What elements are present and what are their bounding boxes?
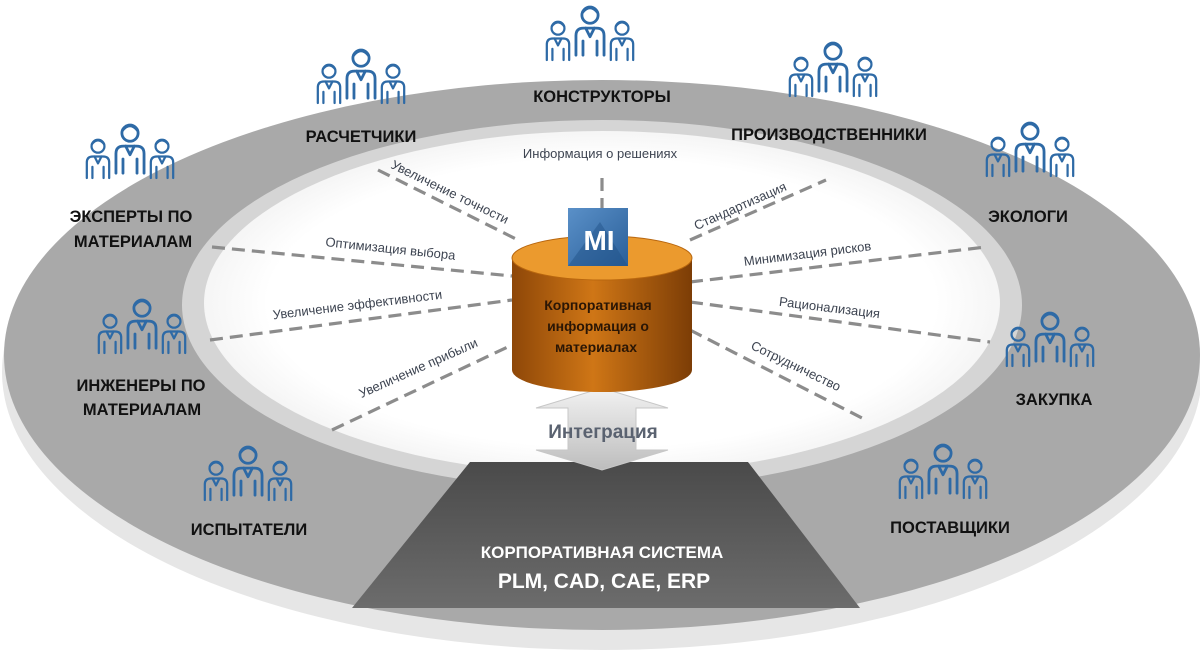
label-zakupka: ЗАКУПКА <box>1016 391 1093 409</box>
people-group-icon <box>547 7 633 60</box>
core-line1: Корпоративная <box>544 297 651 313</box>
integration-label: Интеграция <box>548 422 658 443</box>
label-ekologi: ЭКОЛОГИ <box>988 208 1068 226</box>
core-line3: материалах <box>555 339 637 355</box>
people-group-icon <box>790 43 876 96</box>
system-line1: КОРПОРАТИВНАЯ СИСТЕМА <box>481 543 724 562</box>
label-eksperty-1: ЭКСПЕРТЫ ПО <box>70 208 193 226</box>
group-labels: КОНСТРУКТОРЫ РАСЧЕТЧИКИ ПРОИЗВОДСТВЕННИК… <box>70 88 1093 539</box>
label-inzhenery-2: МАТЕРИАЛАМ <box>83 401 201 419</box>
label-proizvodstvenniki: ПРОИЗВОДСТВЕННИКИ <box>731 126 927 144</box>
integration-arrow-icon <box>535 387 669 471</box>
label-inzhenery-1: ИНЖЕНЕРЫ ПО <box>76 377 205 395</box>
system-line2: PLM, CAD, CAE, ERP <box>498 570 710 593</box>
mi-logo: MI <box>568 208 628 266</box>
label-raschetchiki: РАСЧЕТЧИКИ <box>306 128 417 146</box>
corporate-system-panel <box>352 462 860 608</box>
mi-logo-text: MI <box>583 225 614 256</box>
label-postavshchiki: ПОСТАВЩИКИ <box>890 519 1010 537</box>
label-eksperty-2: МАТЕРИАЛАМ <box>74 233 192 251</box>
label-ispytateli: ИСПЫТАТЕЛИ <box>191 521 307 539</box>
people-group-icon <box>318 50 404 103</box>
spokes <box>209 168 991 432</box>
label-konstruktory: КОНСТРУКТОРЫ <box>533 88 671 106</box>
benefit-reshenia: Информация о решениях <box>523 146 678 161</box>
core-line2: информация о <box>547 318 649 334</box>
